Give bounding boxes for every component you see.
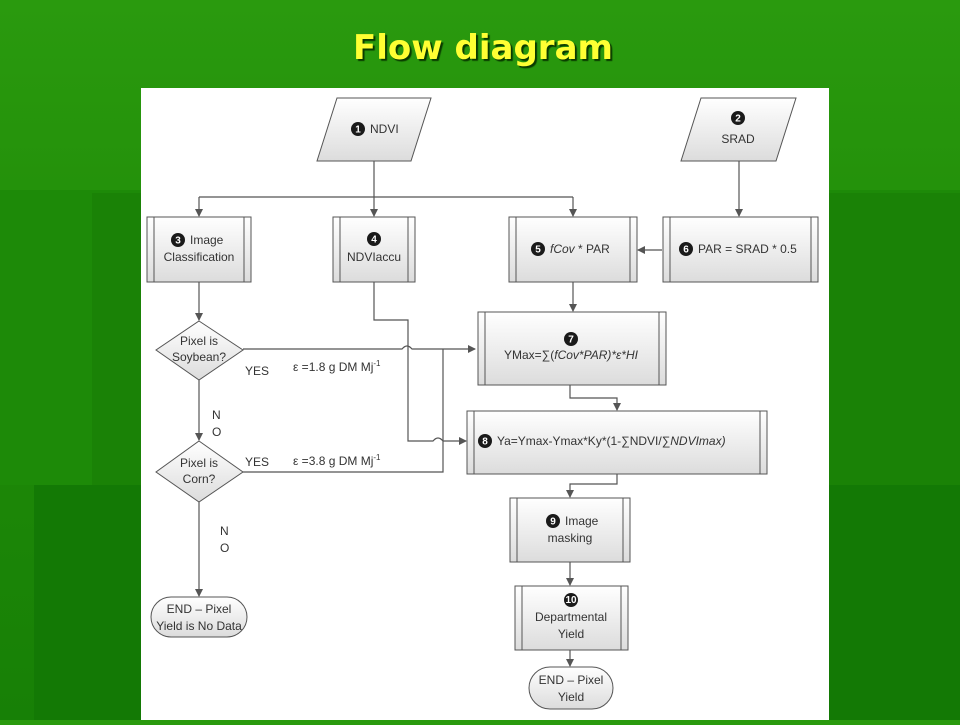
decision-pixel-is-soybean: Pixel is Soybean? [155, 320, 244, 381]
connectors [195, 161, 743, 667]
step-number-badge [564, 593, 578, 607]
svg-text:Image: Image [190, 233, 224, 247]
step-number-badge [531, 242, 545, 256]
step-number-badge [351, 122, 365, 136]
decision-pixel-is-corn: Pixel is Corn? [155, 440, 244, 503]
no-label: O [220, 541, 229, 555]
terminal-end-yield: END – Pixel Yield [528, 666, 614, 710]
step-number-badge [731, 111, 745, 125]
no-label: N [220, 524, 229, 538]
connector-soybean-yes [243, 345, 476, 353]
no-label: O [212, 425, 221, 439]
node-par-calculation: 6 PAR = SRAD * 0.5 [662, 216, 819, 283]
svg-text:masking: masking [548, 531, 593, 545]
step-number-badge [564, 332, 578, 346]
node-fcov-par: 5 fCov * PAR [508, 216, 638, 283]
connector-corn-yes [243, 349, 444, 473]
svg-text:Yield is No Data: Yield is No Data [156, 619, 242, 633]
svg-text:END – Pixel: END – Pixel [167, 602, 232, 616]
diagram-panel: YES YES N O N O ε =1.8 g DM Mj-1 ε =3.8 … [141, 88, 829, 720]
node-ymax: 7 YMax=∑(fCov*PAR)*ε*HI [477, 311, 667, 386]
svg-text:Ya=Ymax-Ymax*Ky*(1-∑NDVI/∑NDVI: Ya=Ymax-Ymax*Ky*(1-∑NDVI/∑NDVImax) [497, 434, 726, 448]
yes-label: YES [245, 455, 269, 469]
step-number-badge [367, 232, 381, 246]
flow-diagram: YES YES N O N O ε =1.8 g DM Mj-1 ε =3.8 … [146, 97, 819, 710]
slide-title: Flow diagram [353, 28, 613, 68]
no-label: N [212, 408, 221, 422]
terminal-end-no-data: END – Pixel Yield is No Data [150, 596, 248, 638]
svg-text:YMax=∑(fCov*PAR)*ε*HI: YMax=∑(fCov*PAR)*ε*HI [504, 348, 639, 362]
step-number-badge [478, 434, 492, 448]
connector-ymax-to-ya [569, 385, 621, 411]
epsilon-corn-label: ε =3.8 g DM Mj-1 [293, 453, 381, 468]
node-departmental-yield: 10 Departmental Yield [514, 585, 629, 651]
node-ya: 8 Ya=Ymax-Ymax*Ky*(1-∑NDVI/∑NDVImax) [466, 410, 768, 475]
svg-text:2: 2 [735, 114, 741, 125]
node-image-masking: 9 Image masking [509, 497, 631, 563]
svg-text:9: 9 [550, 517, 556, 528]
svg-text:Yield: Yield [558, 627, 584, 641]
connector-ya-to-masking [566, 474, 618, 498]
svg-text:Yield: Yield [558, 690, 584, 704]
svg-text:Soybean?: Soybean? [172, 350, 226, 364]
svg-text:5: 5 [535, 245, 541, 256]
svg-text:Corn?: Corn? [183, 472, 216, 486]
node-ndvi-input: 1 NDVI [316, 97, 432, 162]
yes-label: YES [245, 364, 269, 378]
svg-text:7: 7 [568, 335, 574, 346]
svg-text:3: 3 [175, 236, 181, 247]
step-number-badge [679, 242, 693, 256]
svg-text:Pixel is: Pixel is [180, 456, 218, 470]
svg-text:NDVIaccu: NDVIaccu [347, 250, 401, 264]
svg-text:6: 6 [683, 245, 689, 256]
step-number-badge [171, 233, 185, 247]
node-image-classification: 3 Image Classification [146, 216, 252, 283]
node-label: NDVI [370, 122, 399, 136]
node-srad-input: 2 SRAD [680, 97, 797, 162]
svg-text:1: 1 [355, 125, 361, 136]
svg-text:8: 8 [482, 437, 488, 448]
connector-ndviaccu-to-ya [373, 282, 467, 445]
svg-text:Departmental: Departmental [535, 610, 607, 624]
svg-text:10: 10 [565, 595, 577, 606]
svg-text:fCov * PAR: fCov * PAR [550, 242, 610, 256]
node-label: SRAD [721, 132, 755, 146]
epsilon-soybean-label: ε =1.8 g DM Mj-1 [293, 359, 381, 374]
node-ndviaccu: 4 NDVIaccu [332, 216, 416, 283]
step-number-badge [546, 514, 560, 528]
svg-text:4: 4 [371, 235, 377, 246]
svg-text:Classification: Classification [164, 250, 235, 264]
svg-text:END – Pixel: END – Pixel [539, 673, 604, 687]
svg-text:PAR = SRAD * 0.5: PAR = SRAD * 0.5 [698, 242, 797, 256]
svg-text:Image: Image [565, 514, 599, 528]
svg-text:Pixel is: Pixel is [180, 334, 218, 348]
